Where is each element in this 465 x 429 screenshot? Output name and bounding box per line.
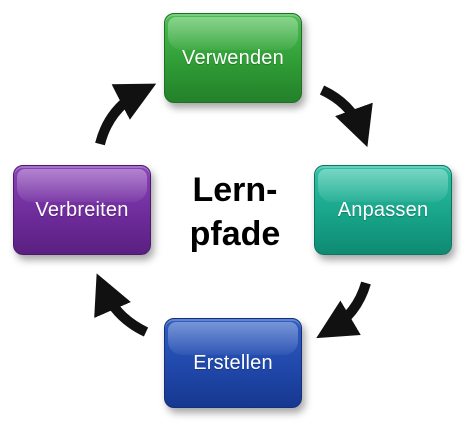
node-erstellen-label: Erstellen <box>193 351 273 374</box>
node-anpassen-label: Anpassen <box>337 198 429 221</box>
node-verbreiten-label: Verbreiten <box>35 198 129 221</box>
arrow-anpassen-to-erstellen <box>316 281 371 339</box>
center-title: Lern- pfade <box>160 168 310 256</box>
node-anpassen: Anpassen <box>314 165 452 255</box>
node-verwenden: Verwenden <box>164 13 302 103</box>
arrow-verwenden-to-anpassen <box>319 85 373 148</box>
arrow-erstellen-to-verbreiten <box>94 273 149 337</box>
node-erstellen: Erstellen <box>164 318 302 408</box>
node-verbreiten: Verbreiten <box>13 165 151 255</box>
node-verwenden-label: Verwenden <box>182 46 284 69</box>
center-title-line1: Lern- <box>192 171 278 209</box>
arrow-verbreiten-to-verwenden <box>95 83 157 146</box>
center-title-line2: pfade <box>189 215 281 253</box>
